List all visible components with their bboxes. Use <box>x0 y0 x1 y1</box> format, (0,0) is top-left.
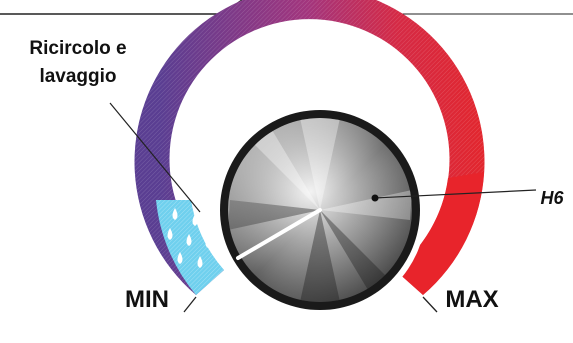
temperature-dial-ring <box>134 0 485 295</box>
knob-leader-line <box>374 189 537 199</box>
recirc-leader-line <box>109 102 201 213</box>
knob-center-dot <box>371 194 379 202</box>
max-tick <box>422 296 438 313</box>
knob-id-label: H6 <box>540 188 564 208</box>
water-drops-icon <box>167 208 211 268</box>
knob-indicator <box>236 208 322 260</box>
selector-knob[interactable] <box>214 104 426 316</box>
rinse-segment <box>156 200 224 295</box>
top-left-frame <box>0 0 243 15</box>
max-label: MAX <box>445 286 498 313</box>
recirc-label-line1: Ricircolo e <box>29 38 126 59</box>
min-tick <box>183 296 197 313</box>
rotation-arrow-icon <box>252 54 392 96</box>
min-label: MIN <box>125 286 169 313</box>
recirc-label-line2: lavaggio <box>39 66 116 87</box>
